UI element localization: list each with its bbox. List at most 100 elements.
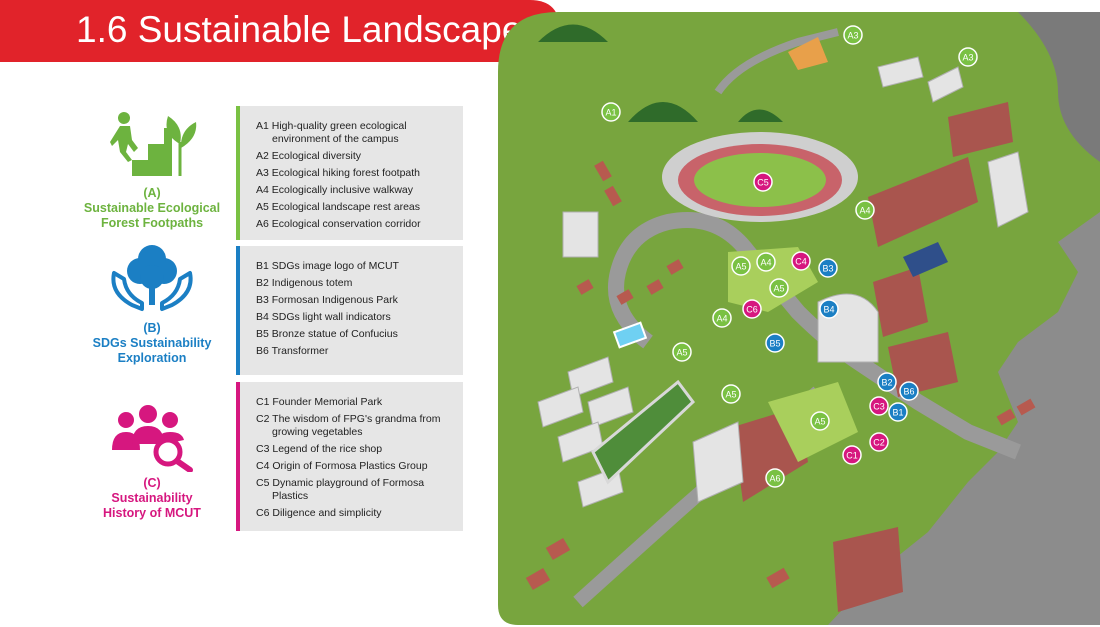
tree-hands-icon xyxy=(111,245,193,311)
list-item: C4 Origin of Formosa Plastics Group xyxy=(256,460,428,472)
map-marker-c4: C4 xyxy=(791,251,811,271)
road-area xyxy=(828,12,1100,625)
list-item: A2 Ecological diversity xyxy=(256,150,362,162)
panel-accent-bar xyxy=(236,246,240,375)
category-a: (A) Sustainable Ecological Forest Footpa… xyxy=(72,104,232,231)
list-item: B6 Transformer xyxy=(256,345,329,357)
svg-text:A4: A4 xyxy=(859,206,870,216)
map-marker-a5: A5 xyxy=(769,278,789,298)
svg-text:C4: C4 xyxy=(795,257,807,267)
list-a: A1 High-quality green ecological environ… xyxy=(236,106,463,231)
map-marker-b2: B2 xyxy=(877,372,897,392)
people-search-icon xyxy=(112,405,193,472)
category-c: (C) Sustainability History of MCUT xyxy=(72,398,232,521)
list-item: B1 SDGs image logo of MCUT xyxy=(256,260,399,272)
stairs-plant-icon xyxy=(110,112,197,176)
solar-panel-roof xyxy=(903,242,948,277)
map-marker-a5: A5 xyxy=(721,384,741,404)
list-item: A6 Ecological conservation corridor xyxy=(256,218,421,230)
list-item: A5 Ecological landscape rest areas xyxy=(256,201,421,213)
list-item: C2 The wisdom of FPG's grandma from grow… xyxy=(256,413,441,438)
list-item: C3 Legend of the rice shop xyxy=(256,443,383,455)
map-marker-a4: A4 xyxy=(855,200,875,220)
category-title-line1: SDGs Sustainability xyxy=(92,336,212,350)
map-marker-c6: C6 xyxy=(742,299,762,319)
svg-text:A6: A6 xyxy=(769,474,780,484)
svg-text:A5: A5 xyxy=(735,262,746,272)
list-item: A4 Ecologically inclusive walkway xyxy=(256,184,413,196)
map-marker-a1: A1 xyxy=(601,102,621,122)
page-title: 1.6 Sustainable Landscape xyxy=(76,9,523,50)
category-letter: (B) xyxy=(143,321,161,335)
svg-text:A4: A4 xyxy=(716,314,727,324)
svg-text:C6: C6 xyxy=(746,305,758,315)
panel-accent-bar xyxy=(236,106,240,240)
category-title-line2: Forest Footpaths xyxy=(100,216,204,230)
list-c: C1 Founder Memorial Park C2 The wisdom o… xyxy=(236,382,463,520)
list-item: B2 Indigenous totem xyxy=(256,277,353,289)
list-b: B1 SDGs image logo of MCUT B2 Indigenous… xyxy=(236,246,463,358)
category-title-line2: Exploration xyxy=(117,351,187,365)
svg-text:A5: A5 xyxy=(773,284,784,294)
panel-c: C1 Founder Memorial Park C2 The wisdom o… xyxy=(236,382,463,531)
svg-text:A4: A4 xyxy=(760,258,771,268)
green-roof-building xyxy=(591,379,696,485)
svg-text:A3: A3 xyxy=(962,53,973,63)
north-road xyxy=(714,28,839,95)
map-marker-a4: A4 xyxy=(712,308,732,328)
title-banner xyxy=(0,0,560,62)
list-item: B3 Formosan Indigenous Park xyxy=(256,294,398,306)
map-marker-b5: B5 xyxy=(765,333,785,353)
list-item: A3 Ecological hiking forest footpath xyxy=(256,167,421,179)
map-marker-a5: A5 xyxy=(810,411,830,431)
svg-text:A5: A5 xyxy=(725,390,736,400)
category-letter: (A) xyxy=(143,186,161,200)
map-marker-c5: C5 xyxy=(753,172,773,192)
map-marker-c2: C2 xyxy=(869,432,889,452)
map-marker-a5: A5 xyxy=(672,342,692,362)
map-marker-a3: A3 xyxy=(958,47,978,67)
small-buildings xyxy=(525,160,1036,591)
map-marker-a3: A3 xyxy=(843,25,863,45)
map-marker-a4: A4 xyxy=(756,252,776,272)
hill-shadow xyxy=(1018,12,1100,162)
baseball-field xyxy=(788,37,828,70)
map-marker-c3: C3 xyxy=(869,396,889,416)
svg-text:A5: A5 xyxy=(814,417,825,427)
map-marker-b4: B4 xyxy=(819,299,839,319)
list-item: B5 Bronze statue of Confucius xyxy=(256,328,398,340)
category-b: (B) SDGs Sustainability Exploration xyxy=(72,243,232,366)
svg-text:A1: A1 xyxy=(605,108,616,118)
svg-text:B4: B4 xyxy=(823,305,834,315)
svg-text:A3: A3 xyxy=(847,31,858,41)
list-item: C5 Dynamic playground of Formosa Plastic… xyxy=(256,477,425,502)
svg-text:C3: C3 xyxy=(873,402,885,412)
list-item: B4 SDGs light wall indicators xyxy=(256,311,391,323)
svg-text:B6: B6 xyxy=(903,387,914,397)
list-item: A1 High-quality green ecological environ… xyxy=(256,120,407,145)
swimming-pool xyxy=(612,321,648,349)
panel-b: B1 SDGs image logo of MCUT B2 Indigenous… xyxy=(236,246,463,375)
svg-text:B2: B2 xyxy=(881,378,892,388)
category-letter: (C) xyxy=(143,476,161,490)
map-marker-b3: B3 xyxy=(818,258,838,278)
hill-2 xyxy=(628,102,698,122)
category-title-line1: Sustainability xyxy=(111,491,193,505)
svg-text:C1: C1 xyxy=(846,451,858,461)
svg-text:B3: B3 xyxy=(822,264,833,274)
map-marker-a5: A5 xyxy=(731,256,751,276)
map-marker-a6: A6 xyxy=(765,468,785,488)
panel-accent-bar xyxy=(236,382,240,531)
category-title-line2: History of MCUT xyxy=(103,506,201,520)
map-marker-b1: B1 xyxy=(888,402,908,422)
panel-a: A1 High-quality green ecological environ… xyxy=(236,106,463,240)
svg-text:C2: C2 xyxy=(873,438,885,448)
map-marker-c1: C1 xyxy=(842,445,862,465)
svg-text:B1: B1 xyxy=(892,408,903,418)
svg-text:B5: B5 xyxy=(769,339,780,349)
svg-text:A5: A5 xyxy=(676,348,687,358)
svg-text:C5: C5 xyxy=(757,178,769,188)
list-item: C6 Diligence and simplicity xyxy=(256,507,382,519)
map-marker-b6: B6 xyxy=(899,381,919,401)
